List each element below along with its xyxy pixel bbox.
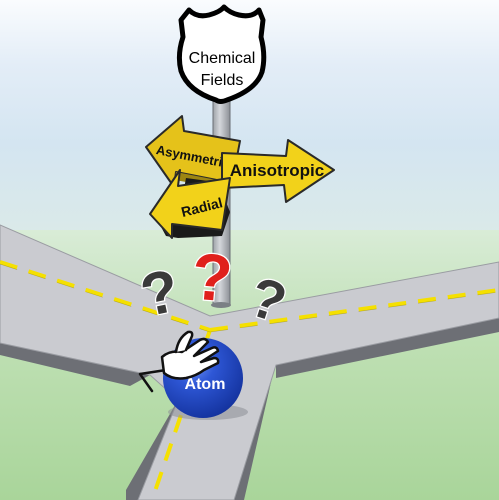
question-mark-icon: ? (189, 238, 236, 315)
hand-arm (138, 368, 168, 393)
road-surface (0, 224, 499, 500)
atom-label: Atom (185, 376, 226, 393)
direction-arrow-icon (149, 169, 231, 239)
hand-palm (160, 337, 220, 380)
radial-arrow: Radial (149, 169, 231, 239)
sign-title-line2: Fields (201, 72, 244, 89)
cartoon-hand-icon (138, 330, 220, 393)
road-sign-icon (176, 4, 267, 104)
chemical-fields-sign: Chemical Fields (176, 4, 267, 104)
anisotropic-arrow: Anisotropic (221, 139, 335, 203)
anisotropic-label: Anisotropic (230, 161, 324, 180)
sign-pole-base (211, 302, 231, 308)
direction-arrow-icon (221, 139, 335, 203)
sign-title-line1: Chemical (189, 50, 256, 67)
hand-thumb (174, 330, 194, 354)
road-center-lines (0, 260, 499, 500)
road-center-outline (0, 263, 499, 333)
